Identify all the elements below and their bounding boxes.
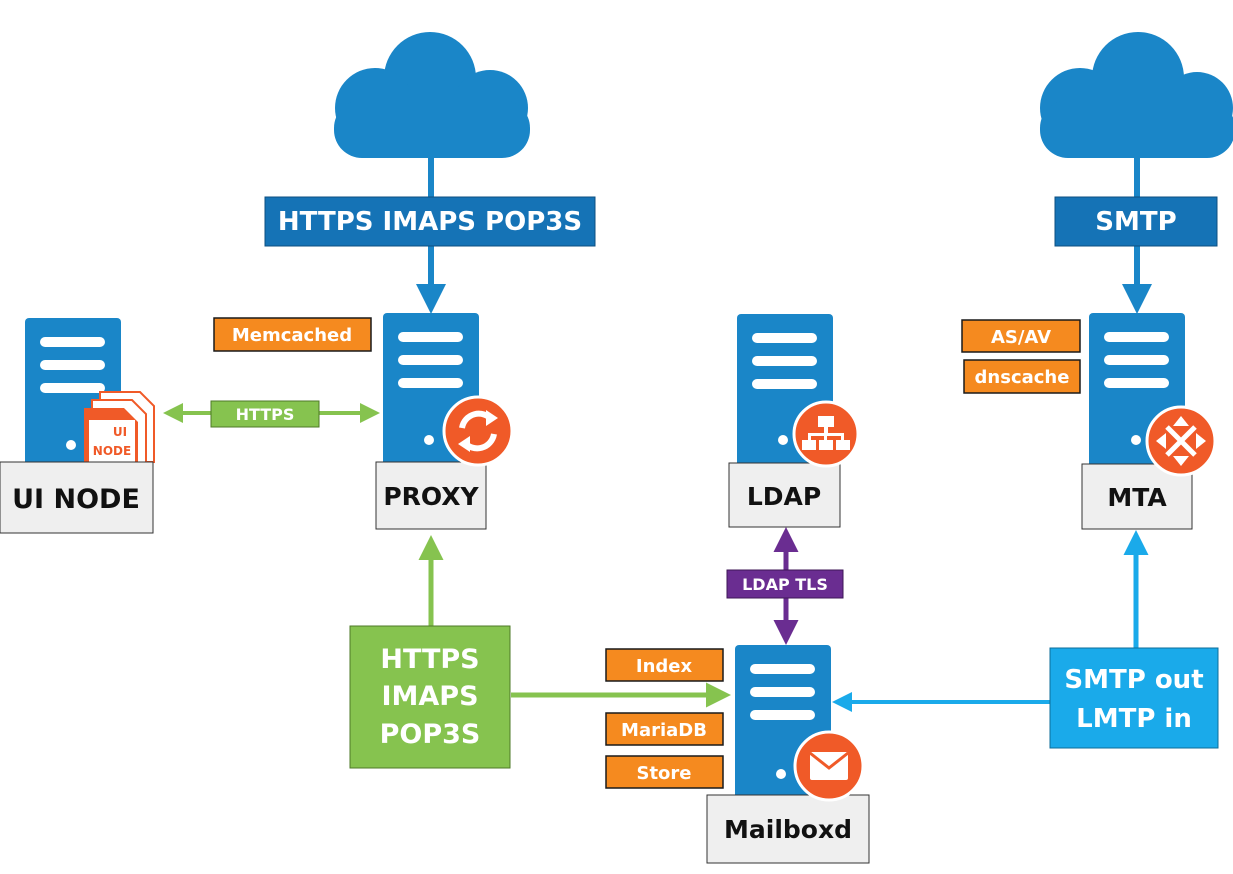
tag-text-mariadb: MariaDB [621,720,707,741]
tag-store: Store [605,755,724,789]
tag-text-memcached: Memcached [232,325,352,346]
tag-mariadb: MariaDB [605,712,724,746]
node-label-box-mailboxd [706,794,870,864]
node-label-mta: MTA [1107,483,1167,512]
protocol-label-cloud-left: HTTPS IMAPS POP3S [264,196,596,247]
tag-as-av: AS/AV [961,319,1081,353]
tag-index: Index [605,648,724,682]
protocol-label-ui-proxy: HTTPS [210,400,320,428]
server-mta: MTA [1081,313,1217,530]
server-mailboxd: Mailboxd [706,645,870,864]
client-protocols-box: HTTPS IMAPS POP3S [349,625,511,769]
tag-text-dnscache: dnscache [975,367,1070,388]
tag-memcached: Memcached [213,317,372,352]
org-chart-icon [792,400,860,468]
client-protocol-line-1: HTTPS [380,644,479,675]
node-label-box-ui [0,461,154,534]
server-ui-node: UI NODE UI NODE [0,318,155,534]
node-label-mailboxd: Mailboxd [724,815,852,844]
protocol-text-ui-proxy: HTTPS [236,405,295,424]
node-label-proxy: PROXY [383,482,479,511]
cloud-left-icon [334,32,530,158]
refresh-icon [442,395,514,467]
tag-text-index: Index [636,656,693,677]
protocol-text-cloud-left: HTTPS IMAPS POP3S [278,207,582,237]
move-arrows-icon [1145,405,1217,477]
node-label-box-proxy [375,461,487,530]
client-protocol-line-2: IMAPS [381,681,478,712]
protocol-label-cloud-right: SMTP [1054,196,1218,247]
tag-text-store: Store [636,763,691,784]
node-label-ui: UI NODE [12,484,140,515]
smtp-lmtp-box: SMTP out LMTP in [1049,647,1219,749]
server-proxy: PROXY [375,313,514,530]
document-icon: UI NODE [84,391,155,478]
tag-text-as-av: AS/AV [991,327,1051,348]
server-ldap: LDAP [728,314,860,528]
node-label-box-ldap [728,462,841,528]
envelope-icon [793,730,865,802]
tag-dnscache: dnscache [963,359,1081,394]
cloud-right-icon [1040,32,1233,158]
node-label-ldap: LDAP [747,482,821,511]
client-protocol-line-3: POP3S [380,719,481,750]
smtp-line-2: LMTP in [1076,704,1192,734]
protocol-text-cloud-right: SMTP [1095,207,1176,237]
protocol-label-ldap-tls: LDAP TLS [726,569,844,599]
smtp-line-1: SMTP out [1064,665,1203,695]
protocol-text-ldap-tls: LDAP TLS [742,575,828,594]
doc-text-2: NODE [93,444,131,458]
doc-text-1: UI [113,425,127,439]
